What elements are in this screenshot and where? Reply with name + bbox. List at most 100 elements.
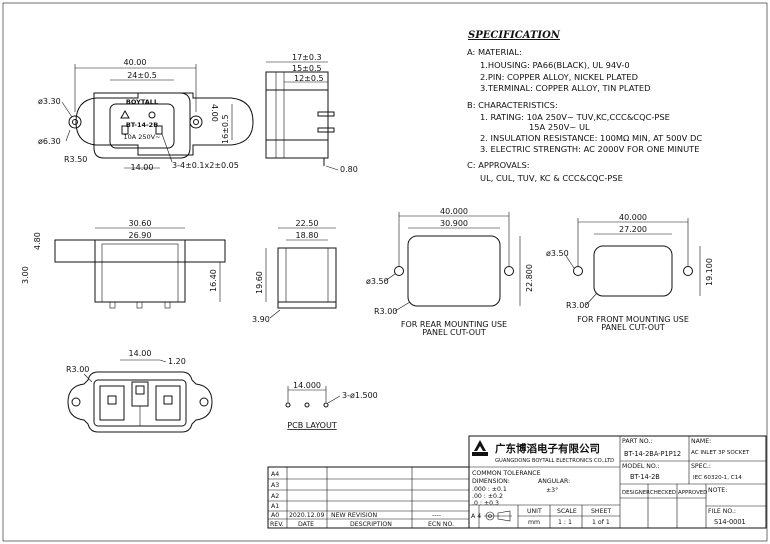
spec-label: SPEC.: [691, 463, 711, 470]
dim-bottom-30-6: 30.60 [129, 219, 152, 228]
title-block-frame [468, 435, 767, 529]
side-view: 17±0.3 15±0.5 12±0.5 0.80 [265, 53, 358, 174]
logo-triangle-icon [474, 440, 486, 451]
front-rating-label: 10A 250V~ [123, 133, 160, 141]
front-caption-1: FOR FRONT MOUNTING USE [577, 315, 689, 324]
pcb-hole [323, 402, 329, 408]
leader-line [325, 165, 339, 171]
spec-approvals: UL, CUL, TUV, KC & CCC&CQC-PSE [480, 173, 623, 183]
pcb-layout: 14.000 3-ø1.500 PCB LAYOUT [285, 381, 378, 430]
dim-rear-dia: ø3.50 [366, 277, 389, 286]
end-inner-outline [285, 247, 329, 303]
checked-label: CHECKED [650, 490, 676, 496]
leader-line [565, 255, 575, 269]
bottom-pin [109, 301, 116, 309]
part-no-label: PART NO.: [622, 438, 652, 445]
cert-mark-icon [148, 111, 156, 119]
dim-side-12: 12±0.5 [294, 74, 324, 83]
spec-value: IEC 60320-1, C14 [693, 475, 742, 481]
front-caption-2: PANEL CUT-OUT [601, 323, 665, 332]
dim-rear-30-9: 30.900 [440, 219, 468, 228]
dim-radius: R3.50 [64, 155, 87, 164]
side-terminal [317, 111, 335, 117]
rear-flange-outline [67, 371, 213, 433]
leader-line [394, 301, 411, 312]
end-body-outline [277, 247, 337, 303]
specification-block: SPECIFICATION A: MATERIAL: 1.HOUSING: PA… [467, 30, 702, 183]
rear-view: 14.00 1.20 R3.00 [66, 349, 213, 433]
note-label: NOTE: [708, 487, 727, 494]
dim-pcb-holes: 3-ø1.500 [342, 391, 378, 400]
pcb-hole [304, 402, 310, 408]
bottom-body-outline [94, 239, 186, 303]
leader-line [384, 273, 396, 282]
dim-front-radius: R3.00 [566, 301, 589, 310]
rear-hole-left [71, 397, 81, 407]
leader-line [159, 359, 167, 363]
end-base [277, 301, 337, 309]
spec-material-3: 3.TERMINAL: COPPER ALLOY, TIN PLATED [480, 83, 650, 93]
logo-bar [472, 452, 488, 456]
warning-triangle-icon [120, 109, 130, 119]
rear-cutout-outline [407, 235, 501, 307]
side-mid-outline [265, 89, 329, 141]
rear-cutout-hole-right [504, 266, 514, 276]
rev-row-a0: A0 [271, 512, 279, 519]
dim-end-19-6: 19.60 [255, 271, 264, 294]
front-inner-socket [109, 103, 175, 149]
rear-hole-right [199, 397, 209, 407]
leader-line [585, 292, 598, 306]
dim-bottom-3: 3.00 [21, 266, 30, 284]
sheet-value: 1 of 1 [592, 519, 610, 526]
dim-bottom-4-8: 4.80 [33, 232, 42, 250]
front-cutout: 40.000 27.200 ø3.50 19.100 R3.00 FOR FRO… [546, 213, 714, 332]
tolerance-row-3: .0 : ±0.3 [472, 500, 499, 507]
revision-table: A4 A3 A2 A1 A0 2020.12.09 NEW REVISION -… [267, 466, 470, 529]
rear-caption-2: PANEL CUT-OUT [422, 328, 486, 337]
rev-a0-desc: NEW REVISION [331, 512, 378, 519]
front-cutout-hole-right [683, 266, 693, 276]
unit-label: UNIT [527, 508, 542, 515]
leader-line [327, 395, 341, 404]
dim-front-19-1: 19.100 [705, 258, 714, 286]
scale-label: SCALE [557, 508, 577, 515]
bottom-pin [164, 301, 171, 309]
mount-hole-left [68, 115, 82, 129]
rev-header-date: DATE [298, 521, 314, 528]
spec-material-2: 2.PIN: COPPER ALLOY, NICKEL PLATED [480, 72, 638, 82]
dim-end-18-8: 18.80 [296, 231, 319, 240]
rear-terminal-block-left [99, 385, 125, 421]
model-no-label: MODEL NO.: [622, 463, 660, 470]
dim-rear-1-2: 1.20 [168, 357, 186, 366]
bottom-inner-outline [101, 243, 179, 303]
rear-cutout-hole-left [394, 266, 404, 276]
tolerance-angular: ±3° [546, 486, 558, 494]
rear-terminal-block-right [155, 385, 181, 421]
dim-rear-radius: R3.00 [374, 307, 397, 316]
dim-rear-14: 14.00 [129, 349, 152, 358]
name-value: AC INLET 3P SOCKET [691, 450, 750, 456]
bottom-view: 30.60 26.90 4.80 3.00 16.40 [21, 219, 226, 309]
pin-slot-right [155, 125, 163, 135]
rev-header-ecn: ECN NO. [428, 521, 454, 528]
dim-end-22-5: 22.50 [296, 219, 319, 228]
dim-rear-r3: R3.00 [66, 365, 89, 374]
spec-char-2: 2. INSULATION RESISTANCE: 100MΩ MIN, AT … [480, 133, 702, 143]
spec-char-heading: B: CHARACTERISTICS: [467, 100, 558, 110]
pcb-caption: PCB LAYOUT [287, 421, 337, 430]
front-brand-label: BOYTALL [126, 98, 158, 106]
dim-front-27-2: 27.200 [619, 225, 647, 234]
file-no-value: S14-0001 [714, 518, 746, 526]
rev-header-rev: REV. [270, 521, 284, 528]
scale-value: 1 : 1 [558, 519, 572, 526]
leader-line [83, 373, 93, 383]
spec-char-1b: 15A 250V~ UL [529, 122, 590, 132]
front-cutout-outline [593, 245, 673, 297]
rear-terminal-sq [135, 385, 145, 395]
dim-bottom-26-9: 26.90 [129, 231, 152, 240]
tolerance-row-1: .000 : ±0.1 [472, 486, 507, 493]
leader-line [161, 133, 173, 163]
front-flange-outline [75, 92, 254, 156]
dim-front-40: 40.000 [619, 213, 647, 222]
